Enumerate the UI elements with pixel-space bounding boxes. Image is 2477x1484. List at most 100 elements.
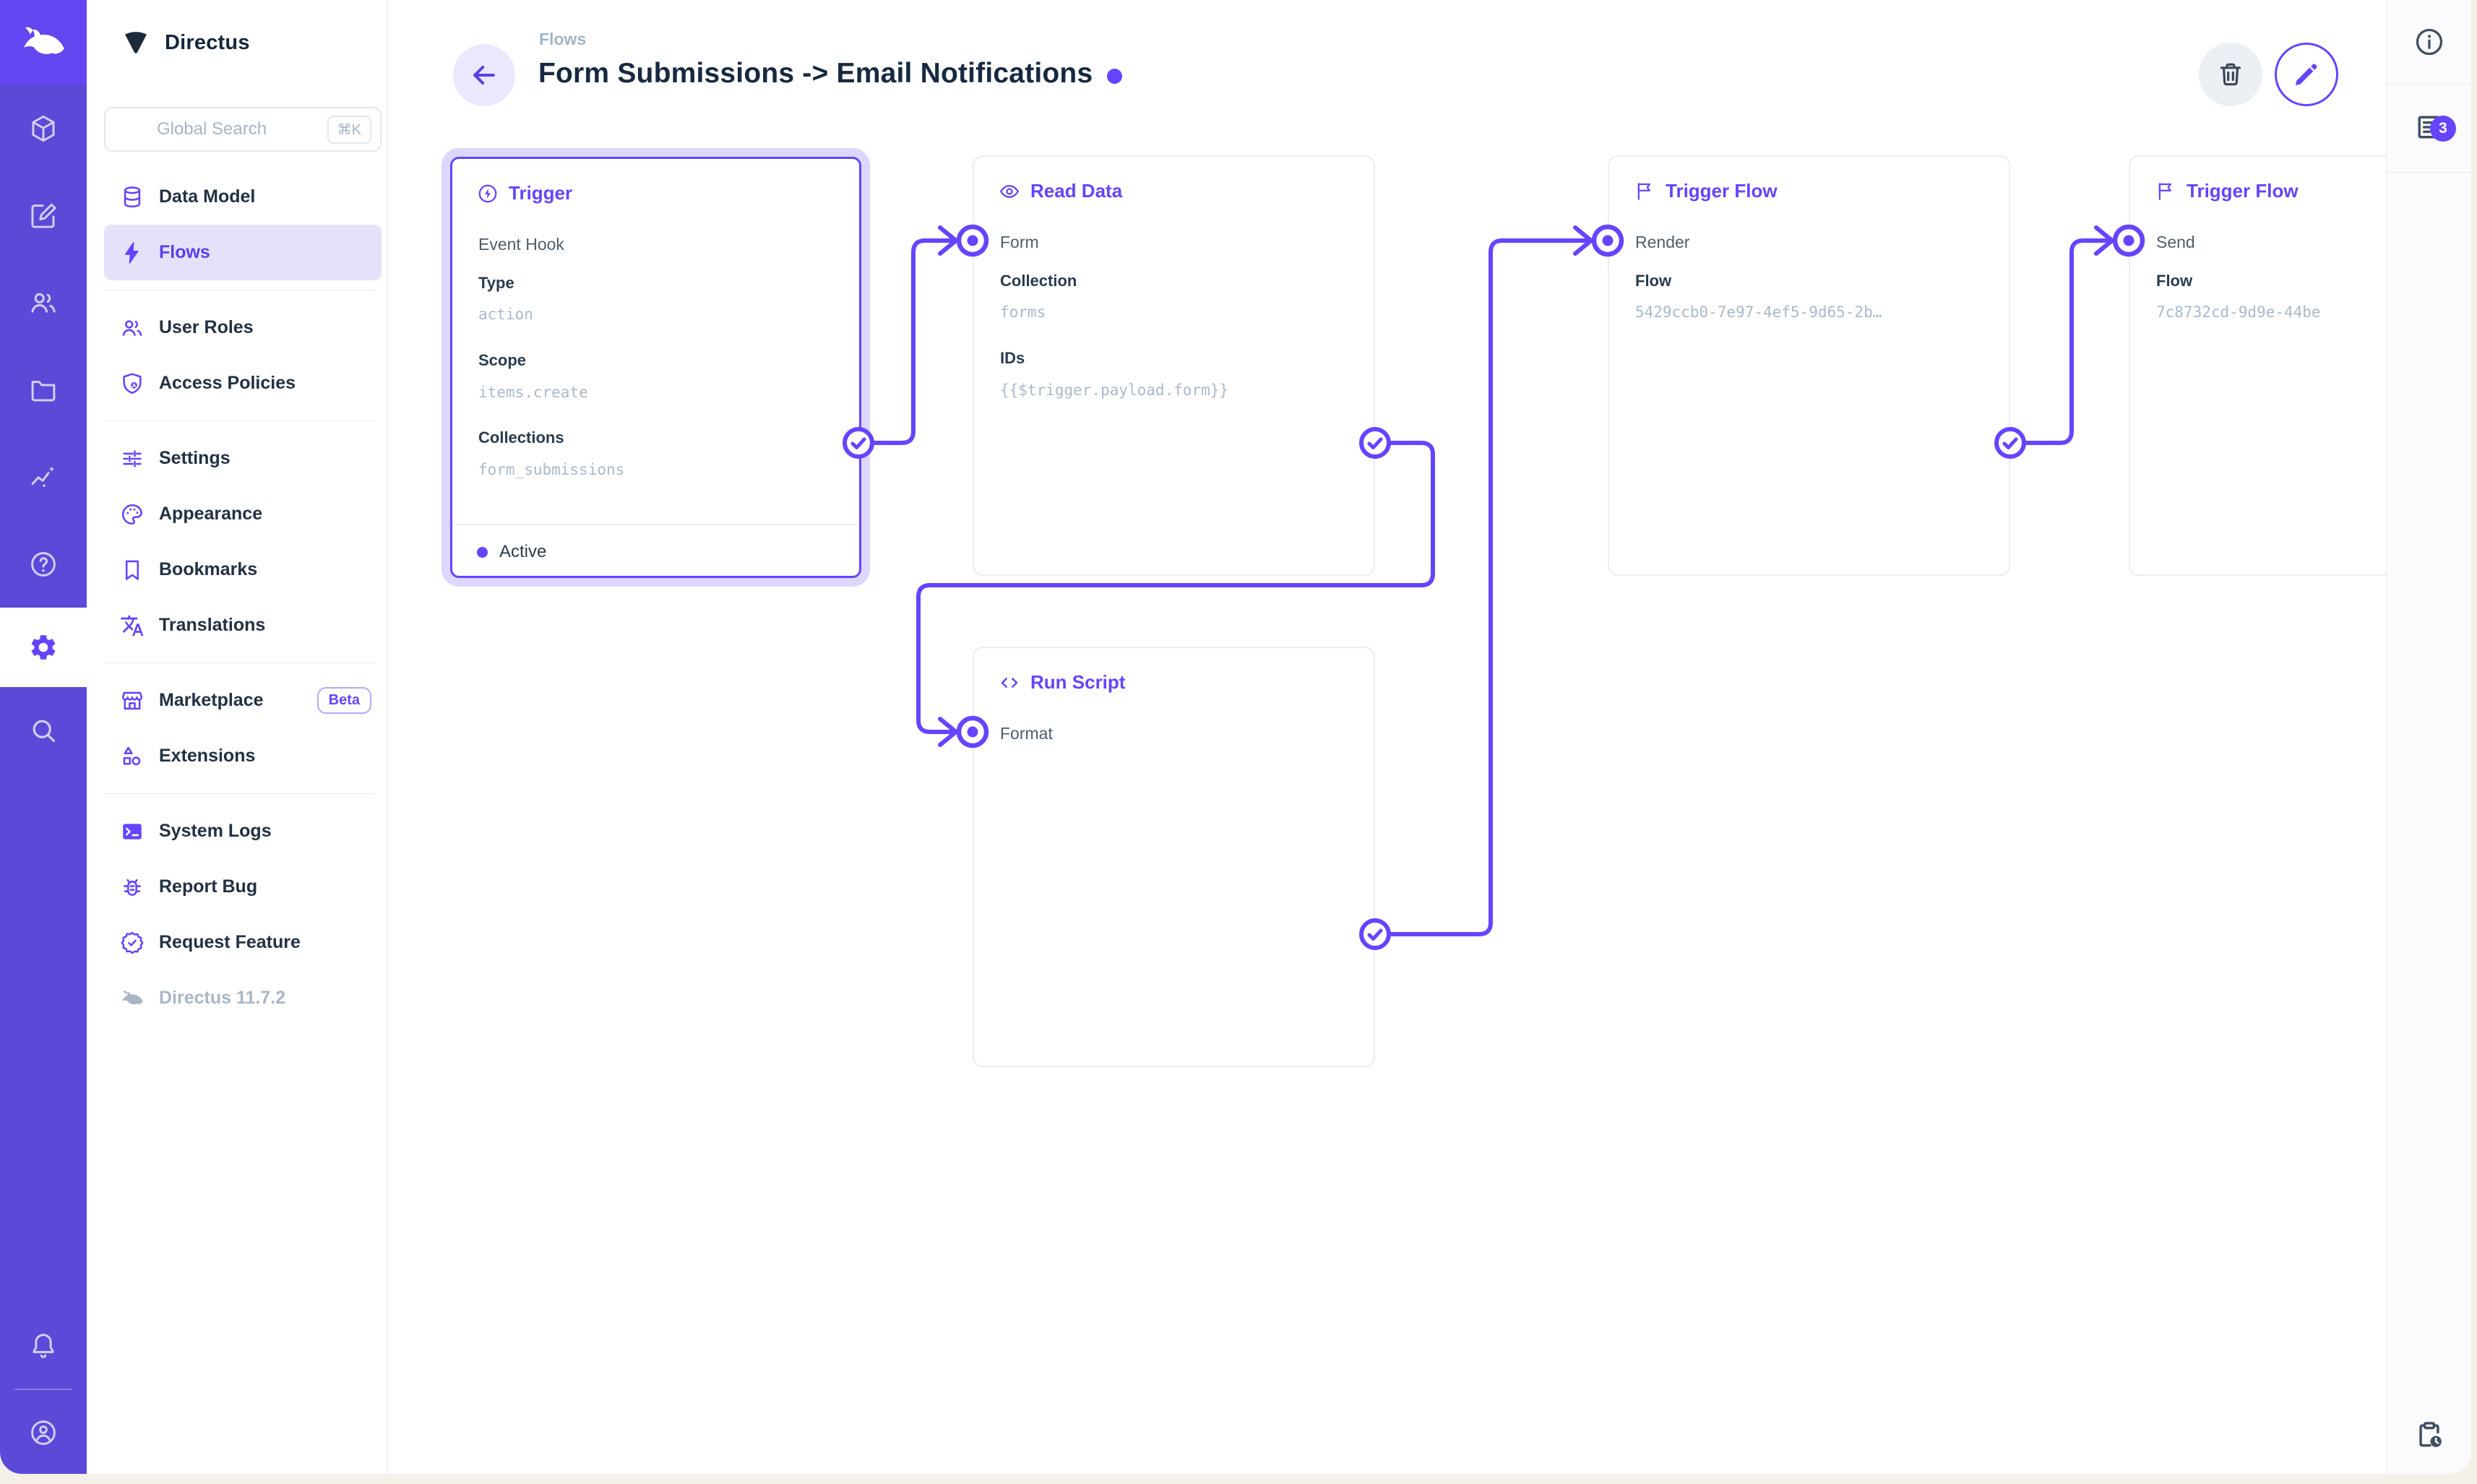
arrowhead	[1573, 225, 1593, 256]
flag-icon	[1637, 182, 1650, 200]
flow-info-button[interactable]	[2387, 16, 2471, 68]
shield-person-icon	[120, 371, 145, 396]
sidebar-item-marketplace[interactable]: Marketplace Beta	[104, 673, 382, 728]
sidebar-item-appearance[interactable]: Appearance	[104, 486, 382, 542]
module-search[interactable]	[0, 687, 87, 774]
code-icon	[1001, 677, 1018, 688]
rail-divider	[14, 1389, 72, 1390]
node-title: Trigger Flow	[1634, 180, 1778, 202]
field-value: 7c8732cd-9d9e-44be	[2156, 303, 2321, 321]
sidebar-item-settings[interactable]: Settings	[104, 431, 382, 486]
palette-icon	[120, 502, 145, 527]
sidebar-item-extensions[interactable]: Extensions	[104, 728, 382, 784]
node-name: Format	[1000, 724, 1053, 743]
arrowhead	[938, 717, 958, 747]
info-icon	[2416, 28, 2443, 56]
notifications-button[interactable]	[0, 1303, 87, 1389]
tune-icon	[120, 447, 145, 471]
gear-icon	[31, 635, 56, 660]
sidebar-divider	[104, 793, 375, 794]
node-title: Trigger Flow	[2155, 180, 2299, 202]
sidebar-item-label: Translations	[159, 615, 266, 635]
user-roles-icon	[120, 316, 145, 340]
flow-node-read-data[interactable]: Read Data Form Collection forms IDs {{$t…	[973, 155, 1375, 576]
module-insights[interactable]	[0, 433, 87, 520]
people-icon	[31, 293, 56, 313]
sidebar-item-request-feature[interactable]: Request Feature	[104, 915, 382, 970]
node-title: Trigger	[477, 182, 572, 204]
module-users[interactable]	[0, 259, 87, 346]
bookmark-icon	[120, 558, 145, 582]
sidebar-item-system-logs[interactable]: System Logs	[104, 803, 382, 859]
breadcrumb[interactable]: Flows	[539, 30, 587, 48]
eye-icon	[999, 184, 1020, 198]
field-label: IDs	[1000, 349, 1025, 367]
sidebar-item-label: Flows	[159, 242, 210, 262]
clipboard-clock-icon	[2419, 1422, 2442, 1447]
status-row: Active	[477, 542, 546, 562]
connector-render-send	[2022, 238, 2110, 445]
sidebar-item-translations[interactable]: Translations	[104, 598, 382, 653]
node-name: Render	[1635, 233, 1690, 251]
help-icon	[31, 551, 56, 577]
pending-revisions-button[interactable]	[2387, 1407, 2471, 1462]
module-bar	[0, 0, 87, 1474]
flow-node-run-script[interactable]: Run Script Format	[973, 647, 1375, 1067]
directus-logo-button[interactable]	[0, 0, 87, 85]
sidebar-item-access-policies[interactable]: Access Policies	[104, 355, 382, 411]
module-files[interactable]	[0, 347, 87, 433]
directus-rabbit-logo	[24, 27, 64, 54]
field-label: Scope	[478, 351, 527, 369]
bug-icon	[120, 875, 145, 900]
sidebar-item-flows[interactable]: Flows	[104, 225, 382, 280]
user-menu-button[interactable]	[0, 1389, 87, 1474]
module-settings[interactable]	[0, 608, 87, 687]
box-icon	[32, 115, 55, 142]
global-search[interactable]: ⌘K	[104, 107, 382, 152]
field-label: Collection	[1000, 272, 1077, 290]
flow-node-trigger[interactable]: Trigger Event Hook Type action Scope ite…	[450, 157, 861, 578]
back-button[interactable]	[453, 44, 515, 106]
sidebar-item-user-roles[interactable]: User Roles	[104, 300, 382, 355]
sidebar-item-report-bug[interactable]: Report Bug	[104, 859, 382, 915]
field-label: Flow	[1635, 272, 1672, 290]
flow-logs-button[interactable]: 3	[2387, 100, 2471, 155]
field-label: Type	[478, 274, 514, 292]
feature-icon	[120, 931, 145, 955]
flow-color-dot	[1107, 68, 1123, 84]
arrow-left-icon	[473, 65, 495, 85]
module-content[interactable]	[0, 85, 87, 172]
flow-node-trigger-flow-send[interactable]: Trigger Flow Send Flow 7c8732cd-9d9e-44b…	[2129, 155, 2386, 576]
module-editor[interactable]	[0, 173, 87, 259]
delete-flow-button[interactable]	[2199, 43, 2262, 106]
project-header[interactable]: Directus	[87, 0, 387, 85]
sidebar-item-data-model[interactable]: Data Model	[104, 169, 382, 225]
field-value: 5429ccb0-7e97-4ef5-9d65-2b…	[1635, 303, 1882, 321]
compose-icon	[31, 203, 56, 228]
sidebar-item-label: System Logs	[159, 821, 272, 841]
edit-flow-button[interactable]	[2275, 43, 2338, 106]
connector-runscript-render	[1387, 238, 1589, 936]
arrowhead	[2094, 225, 2114, 256]
field-value: items.create	[478, 384, 588, 401]
translate-icon	[120, 613, 145, 638]
flow-node-trigger-flow-render[interactable]: Trigger Flow Render Flow 5429ccb0-7e97-4…	[1608, 155, 2010, 576]
folder-icon	[31, 380, 56, 401]
page-title: Form Submissions -> Email Notifications	[538, 58, 1093, 89]
node-name: Send	[2156, 233, 2195, 251]
sidebar-item-bookmarks[interactable]: Bookmarks	[104, 542, 382, 598]
logs-count-badge: 3	[2430, 116, 2456, 142]
sidebar-item-label: Extensions	[159, 746, 256, 766]
directus-rabbit-icon	[120, 986, 145, 1011]
module-help[interactable]	[0, 521, 87, 608]
search-icon	[33, 720, 56, 743]
nav-sidebar: Directus ⌘K Data Model Flows User Roles …	[87, 0, 388, 1474]
bell-icon	[33, 1334, 54, 1358]
trash-icon	[2220, 63, 2241, 86]
status-divider	[452, 524, 859, 525]
field-value: action	[478, 306, 533, 323]
database-icon	[120, 185, 145, 210]
search-shortcut-kbd: ⌘K	[327, 116, 371, 144]
field-value: {{$trigger.payload.form}}	[1000, 381, 1229, 399]
